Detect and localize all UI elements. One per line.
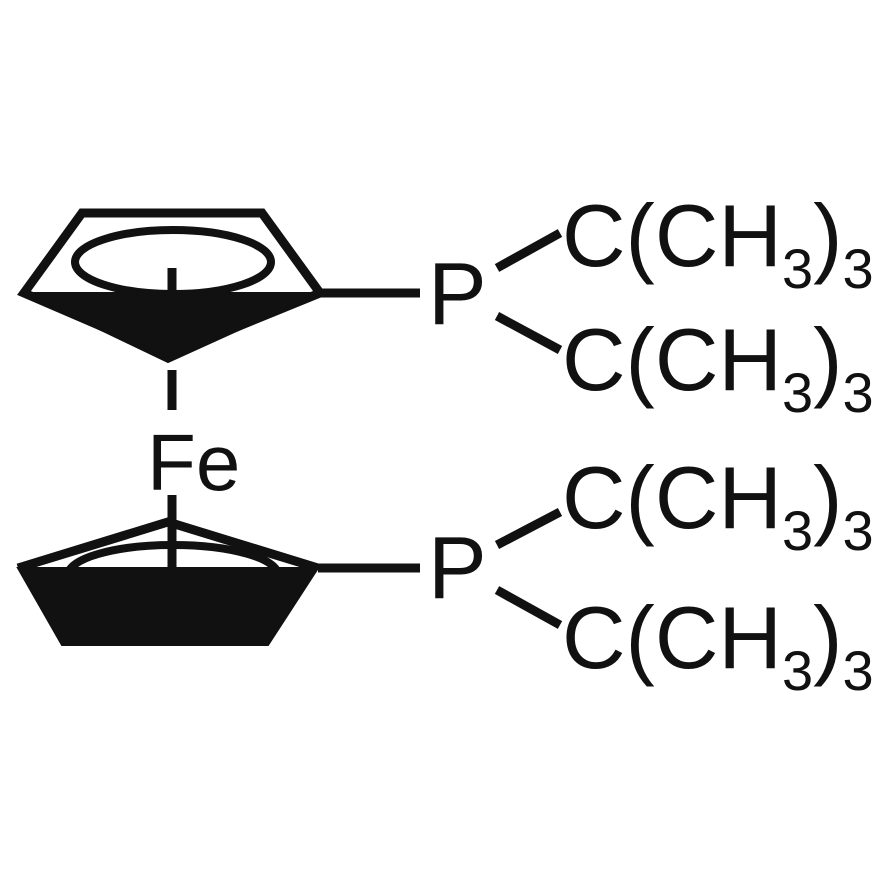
tbu-label-2: C(CH3)3 [562,310,874,424]
lower-p-tbu-bottom-bond [494,586,563,629]
tbu-3-main: C(CH [562,448,782,547]
tbu-4-main: C(CH [562,588,782,687]
iron-atom-label: Fe [147,418,240,507]
tbu-4-paren: ) [813,588,842,687]
tbu-4-sub-a: 3 [782,639,813,702]
lower-phosphorus-label: P [428,518,487,617]
tbu-1-paren: ) [813,186,842,285]
tbu-2-sub-b: 3 [842,361,873,424]
tbu-1-main: C(CH [562,186,782,285]
tbu-4-sub-b: 3 [842,639,873,702]
tbu-3-sub-b: 3 [842,499,873,562]
tbu-label-4: C(CH3)3 [562,588,874,702]
tbu-1-sub-b: 3 [842,237,873,300]
tbu-2-sub-a: 3 [782,361,813,424]
tbu-1-sub-a: 3 [782,237,813,300]
tbu-3-paren: ) [813,448,842,547]
upper-p-tbu-bottom-bond [494,312,563,354]
tbu-label-1: C(CH3)3 [562,186,874,300]
lower-cp-ring [16,517,320,646]
upper-phosphorus-label: P [428,244,487,343]
upper-ring-front-wedge [23,292,321,364]
lower-ring-back-edges [16,517,320,573]
lower-p-tbu-top-bond [494,508,563,549]
tbu-2-paren: ) [813,310,842,409]
upper-cp-ring [17,208,328,364]
tbu-2-main: C(CH [562,310,782,409]
tbu-3-sub-a: 3 [782,499,813,562]
upper-p-tbu-top-bond [494,229,563,272]
tbu-label-3: C(CH3)3 [562,448,874,562]
